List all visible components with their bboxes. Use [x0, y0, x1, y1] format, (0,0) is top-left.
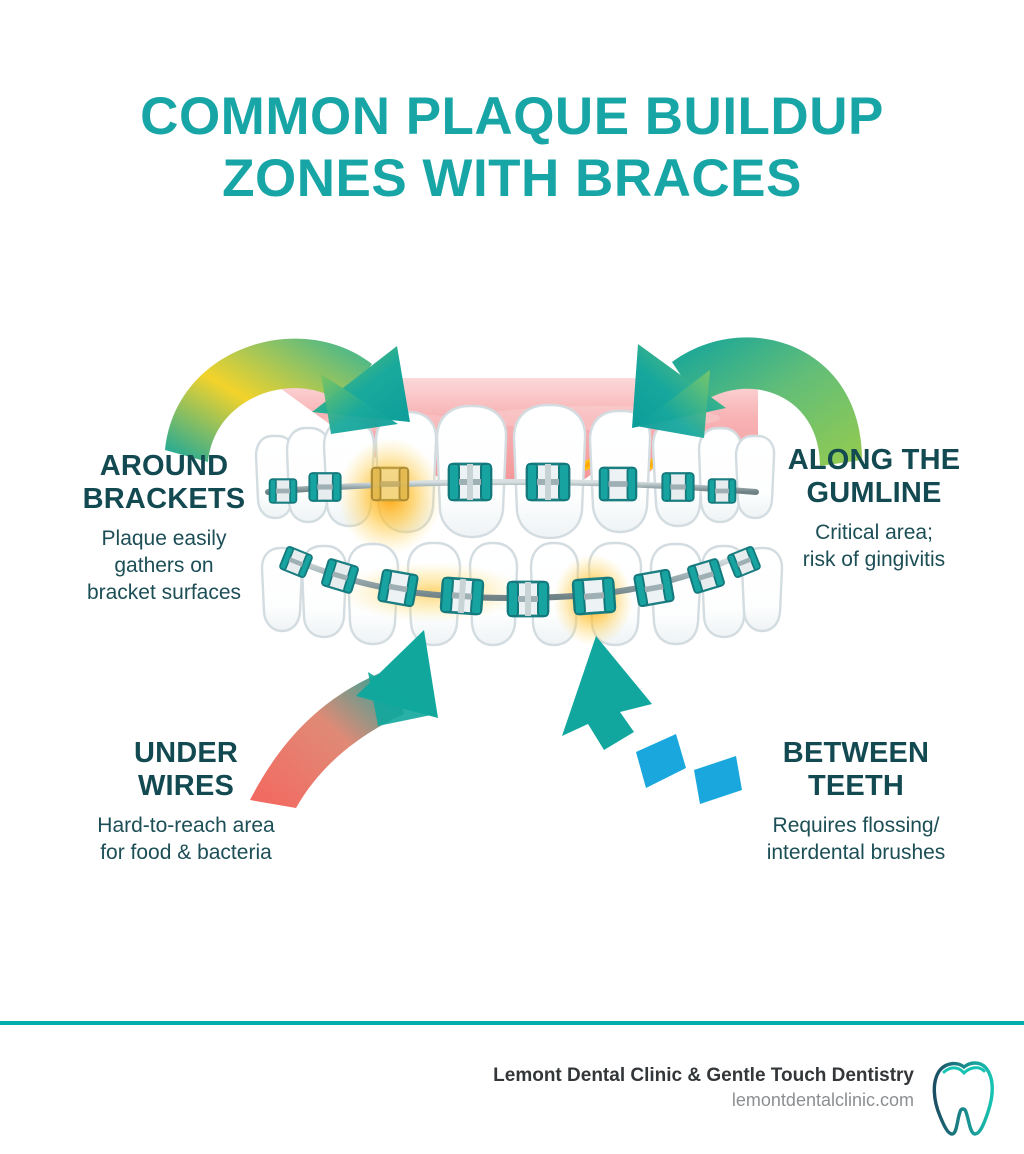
- callout-around-brackets-heading: AROUND BRACKETS: [36, 450, 292, 516]
- title-line-2: ZONES WITH BRACES: [222, 149, 802, 208]
- desc-line-2: interdental brushes: [766, 841, 946, 864]
- tooth-logo: [932, 1061, 994, 1136]
- footer-text-block: Lemont Dental Clinic & Gentle Touch Dent…: [493, 1064, 914, 1112]
- callout-under-wires: UNDER WIRES Hard-to-reach area for food …: [36, 737, 336, 866]
- title-line-1: COMMON PLAQUE BUILDUP: [140, 87, 884, 146]
- callout-along-the-gumline-description: Critical area; risk of gingivitis: [738, 519, 1010, 573]
- desc-line-1: Hard-to-reach area: [97, 814, 275, 837]
- callout-around-brackets-description: Plaque easily gathers on bracket surface…: [36, 525, 292, 606]
- teeth-braces-diagram: [165, 337, 862, 808]
- callout-between-teeth-heading: BETWEEN TEETH: [700, 737, 1012, 803]
- desc-line-1: Critical area;: [815, 521, 933, 544]
- page-title: COMMON PLAQUE BUILDUP ZONES WITH BRACES: [0, 86, 1024, 210]
- heading-line-2: BRACKETS: [82, 483, 246, 515]
- heading-line-2: TEETH: [807, 770, 905, 802]
- lower-brackets: [279, 546, 761, 618]
- clinic-name: Lemont Dental Clinic & Gentle Touch Dent…: [493, 1065, 914, 1086]
- callout-around-brackets: AROUND BRACKETS Plaque easily gathers on…: [36, 450, 292, 606]
- callout-along-the-gumline-heading: ALONG THE GUMLINE: [738, 444, 1010, 510]
- desc-line-2: gathers on: [114, 554, 214, 577]
- desc-line-2: for food & bacteria: [100, 841, 272, 864]
- heading-line-1: ALONG THE: [787, 444, 961, 476]
- callout-between-teeth-description: Requires flossing/ interdental brushes: [700, 812, 1012, 866]
- desc-line-2: risk of gingivitis: [802, 548, 946, 571]
- footer: Lemont Dental Clinic & Gentle Touch Dent…: [0, 1058, 1024, 1138]
- desc-line-1: Plaque easily: [101, 527, 227, 550]
- heading-line-1: BETWEEN: [782, 737, 930, 769]
- heading-line-2: WIRES: [137, 770, 235, 802]
- arrow-around-brackets: [165, 338, 410, 462]
- arrow-between-teeth: [562, 636, 742, 804]
- callout-under-wires-heading: UNDER WIRES: [36, 737, 336, 803]
- heading-line-2: GUMLINE: [806, 477, 942, 509]
- heading-line-1: UNDER: [133, 737, 239, 769]
- callout-along-the-gumline: ALONG THE GUMLINE Critical area; risk of…: [738, 444, 1010, 573]
- clinic-website[interactable]: lemontdentalclinic.com: [731, 1090, 914, 1110]
- arrow-under-wires: [250, 630, 438, 808]
- arrow-along-gumline: [632, 337, 862, 466]
- desc-line-3: bracket surfaces: [86, 581, 242, 604]
- desc-line-1: Requires flossing/: [772, 814, 940, 837]
- heading-line-1: AROUND: [99, 450, 229, 482]
- callout-under-wires-description: Hard-to-reach area for food & bacteria: [36, 812, 336, 866]
- callout-between-teeth: BETWEEN TEETH Requires flossing/ interde…: [700, 737, 1012, 866]
- footer-divider: [0, 1021, 1024, 1025]
- upper-brackets: [268, 462, 737, 504]
